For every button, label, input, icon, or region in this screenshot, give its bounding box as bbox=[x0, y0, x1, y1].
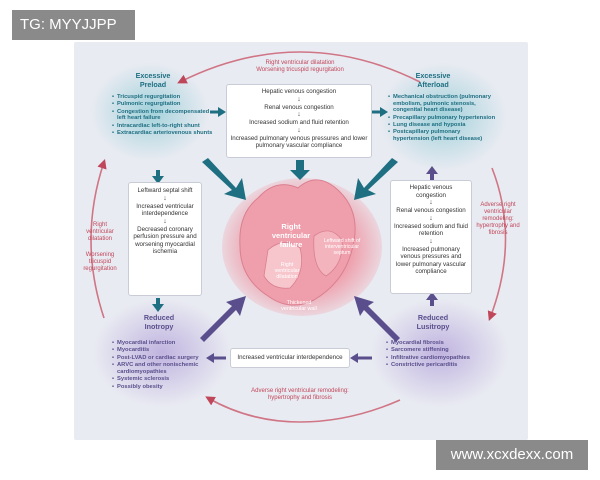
cycle-label-left-2: Worsening tricuspid regurgitation bbox=[83, 252, 117, 272]
box-step: Leftward septal shift bbox=[137, 187, 193, 194]
box-step: Hepatic venous congestion bbox=[409, 184, 453, 199]
right-process-box: Hepatic venous congestion ↓ Renal venous… bbox=[390, 180, 472, 294]
list-item: Postcapillary pulmonary hypertension (le… bbox=[388, 129, 496, 142]
arrow-topbox-heart bbox=[290, 160, 310, 180]
list-item: Myocarditis bbox=[112, 347, 216, 354]
heart-title: Right ventricular failure bbox=[271, 222, 311, 249]
arrow-afterload-heart bbox=[354, 158, 398, 200]
list-item: Congestion from decompensated left heart… bbox=[112, 109, 216, 122]
list-item: ARVC and other nonischemic cardiomyopath… bbox=[112, 362, 216, 375]
heart-chamber bbox=[263, 242, 303, 289]
box-step: Renal venous congestion bbox=[264, 103, 334, 111]
box-step: Increased sodium and fluid retention bbox=[394, 222, 468, 238]
list-item: Pulmonic regurgitation bbox=[112, 101, 216, 108]
list-item: Mechanical obstruction (pulmonary emboli… bbox=[388, 94, 496, 114]
down-arrow-icon: ↓ bbox=[297, 95, 301, 103]
cycle-arc-left bbox=[90, 158, 107, 319]
arrow-rightbox-afterload-head bbox=[426, 166, 438, 174]
arrow-preload-leftbox-head bbox=[152, 176, 164, 184]
heart-rv-dilatation: Right ventricular dilatation bbox=[274, 262, 300, 280]
box-step: Increased ventricular interdependence bbox=[136, 202, 194, 218]
bottom-process-box: Increased ventricular interdependence bbox=[230, 348, 350, 368]
list-item: Possibly obesity bbox=[112, 384, 216, 391]
down-arrow-icon: ↓ bbox=[163, 217, 167, 225]
cycle-label-bottom: Adverse right ventricular remodeling: hy… bbox=[251, 388, 349, 401]
heart-septum: Leftward shift of interventricular septu… bbox=[323, 238, 361, 256]
lusitropy-list: Myocardial fibrosis Sarcomere stiffening… bbox=[386, 340, 496, 370]
heart-wall: Thickened ventricular wall bbox=[281, 300, 317, 312]
arrow-preload-topbox-head bbox=[218, 107, 226, 117]
list-item: Intracardiac left-to-right shunt bbox=[112, 123, 216, 130]
box-step: Increased ventricular interdependence bbox=[237, 354, 343, 361]
list-item: Myocardial fibrosis bbox=[386, 340, 496, 347]
watermark-bottom: www.xcxdexx.com bbox=[436, 440, 588, 470]
arrow-topbox-afterload-head bbox=[380, 107, 388, 117]
preload-list: Tricuspid regurgitation Pulmonic regurgi… bbox=[112, 94, 216, 138]
box-step: Renal venous congestion bbox=[396, 207, 466, 214]
arrow-lusitropy-rightbox-head bbox=[426, 292, 438, 300]
down-arrow-icon: ↓ bbox=[297, 111, 301, 118]
cycle-label-left-1: Right ventricular dilatation bbox=[86, 222, 114, 242]
cycle-arc-bottom bbox=[205, 396, 401, 423]
watermark-top: TG: MYYJJPP bbox=[12, 10, 135, 40]
down-arrow-icon: ↓ bbox=[163, 194, 167, 202]
box-step: Increased sodium and fluid retention bbox=[249, 119, 349, 126]
heart-chamber-left bbox=[313, 230, 343, 277]
left-process-box: Leftward septal shift ↓ Increased ventri… bbox=[128, 182, 202, 296]
top-process-box: Hepatic venous congestion ↓ Renal venous… bbox=[226, 84, 372, 158]
arrow-leftbox-inotropy-head bbox=[152, 304, 164, 312]
list-item: Lung disease and hypoxia bbox=[388, 122, 496, 129]
down-arrow-icon: ↓ bbox=[429, 237, 433, 245]
list-item: Precapillary pulmonary hypertension bbox=[388, 115, 496, 122]
afterload-list: Mechanical obstruction (pulmonary emboli… bbox=[388, 94, 496, 143]
list-item: Post-LVAD or cardiac surgery bbox=[112, 355, 216, 362]
arrow-lusitropy-bottombox-head bbox=[350, 353, 358, 363]
arrow-lusitropy-heart bbox=[354, 296, 400, 342]
box-step: Increased pulmonary venous pressures and… bbox=[230, 134, 368, 150]
arrow-preload-heart bbox=[202, 158, 246, 200]
down-arrow-icon: ↓ bbox=[429, 199, 433, 206]
list-item: Extracardiac arteriovenous shunts bbox=[112, 130, 216, 137]
cycle-arc-right bbox=[487, 167, 507, 321]
list-item: Systemic sclerosis bbox=[112, 376, 216, 383]
inotropy-list: Myocardial infarction Myocarditis Post-L… bbox=[112, 340, 216, 391]
box-step: Hepatic venous congestion bbox=[261, 88, 337, 95]
list-item: Myocardial infarction bbox=[112, 340, 216, 347]
cycle-label-right: Adverse right ventricular remodeling: hy… bbox=[476, 202, 520, 236]
down-arrow-icon: ↓ bbox=[297, 126, 301, 134]
list-item: Sarcomere stiffening bbox=[386, 347, 496, 354]
down-arrow-icon: ↓ bbox=[429, 214, 433, 222]
arrow-inotropy-heart bbox=[200, 296, 246, 342]
list-item: Tricuspid regurgitation bbox=[112, 94, 216, 101]
box-step: Decreased coronary perfusion pressure an… bbox=[133, 225, 197, 256]
box-step: Increased pulmonary venous pressures and… bbox=[395, 245, 467, 276]
cycle-arc-top bbox=[177, 51, 421, 84]
list-item: Constrictive pericarditis bbox=[386, 362, 496, 369]
list-item: Infiltrative cardiomyopathies bbox=[386, 355, 496, 362]
